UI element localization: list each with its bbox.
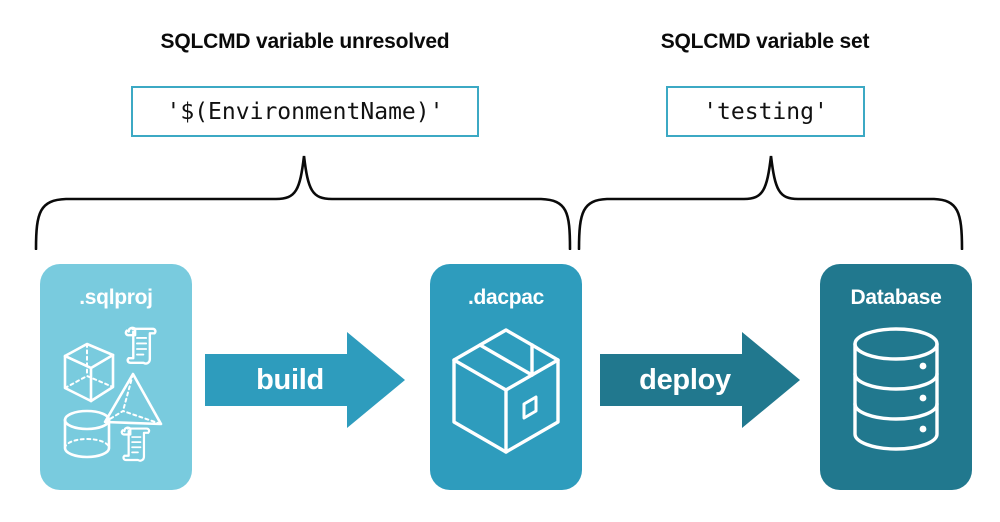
arrow-deploy: deploy [600,332,800,428]
brace-group [34,155,964,250]
stage-box-sqlproj: .sqlproj [40,264,192,490]
heading-sqlcmd-variable-set: SQLCMD variable set [660,30,870,53]
script-scroll-icon-top [124,326,157,365]
heading-sqlcmd-variable-unresolved: SQLCMD variable unresolved [160,30,450,53]
script-scroll-icon-bottom [120,426,151,462]
stage-box-dacpac: .dacpac [430,264,582,490]
cube-icon [63,342,115,403]
project-shapes-and-scripts-icon [63,326,163,462]
value-box-testing: 'testing' [666,86,865,137]
database-cylinder-icon [853,327,939,451]
brace-left-icon [34,155,572,250]
stage-label-database: Database [850,286,942,309]
stage-label-sqlproj: .sqlproj [79,286,153,309]
arrow-deploy-icon [600,332,800,428]
arrow-build: build [205,332,405,428]
arrow-deploy-label: deploy [639,363,731,396]
pyramid-icon [103,372,163,426]
cylinder-icon [63,409,111,459]
arrow-build-label: build [256,363,324,396]
value-box-environment-name: '$(EnvironmentName)' [131,86,479,137]
brace-right-icon [577,155,964,250]
package-box-icon [452,328,560,454]
stage-box-database: Database [820,264,972,490]
stage-label-dacpac: .dacpac [467,286,545,309]
arrow-build-icon [205,332,405,428]
